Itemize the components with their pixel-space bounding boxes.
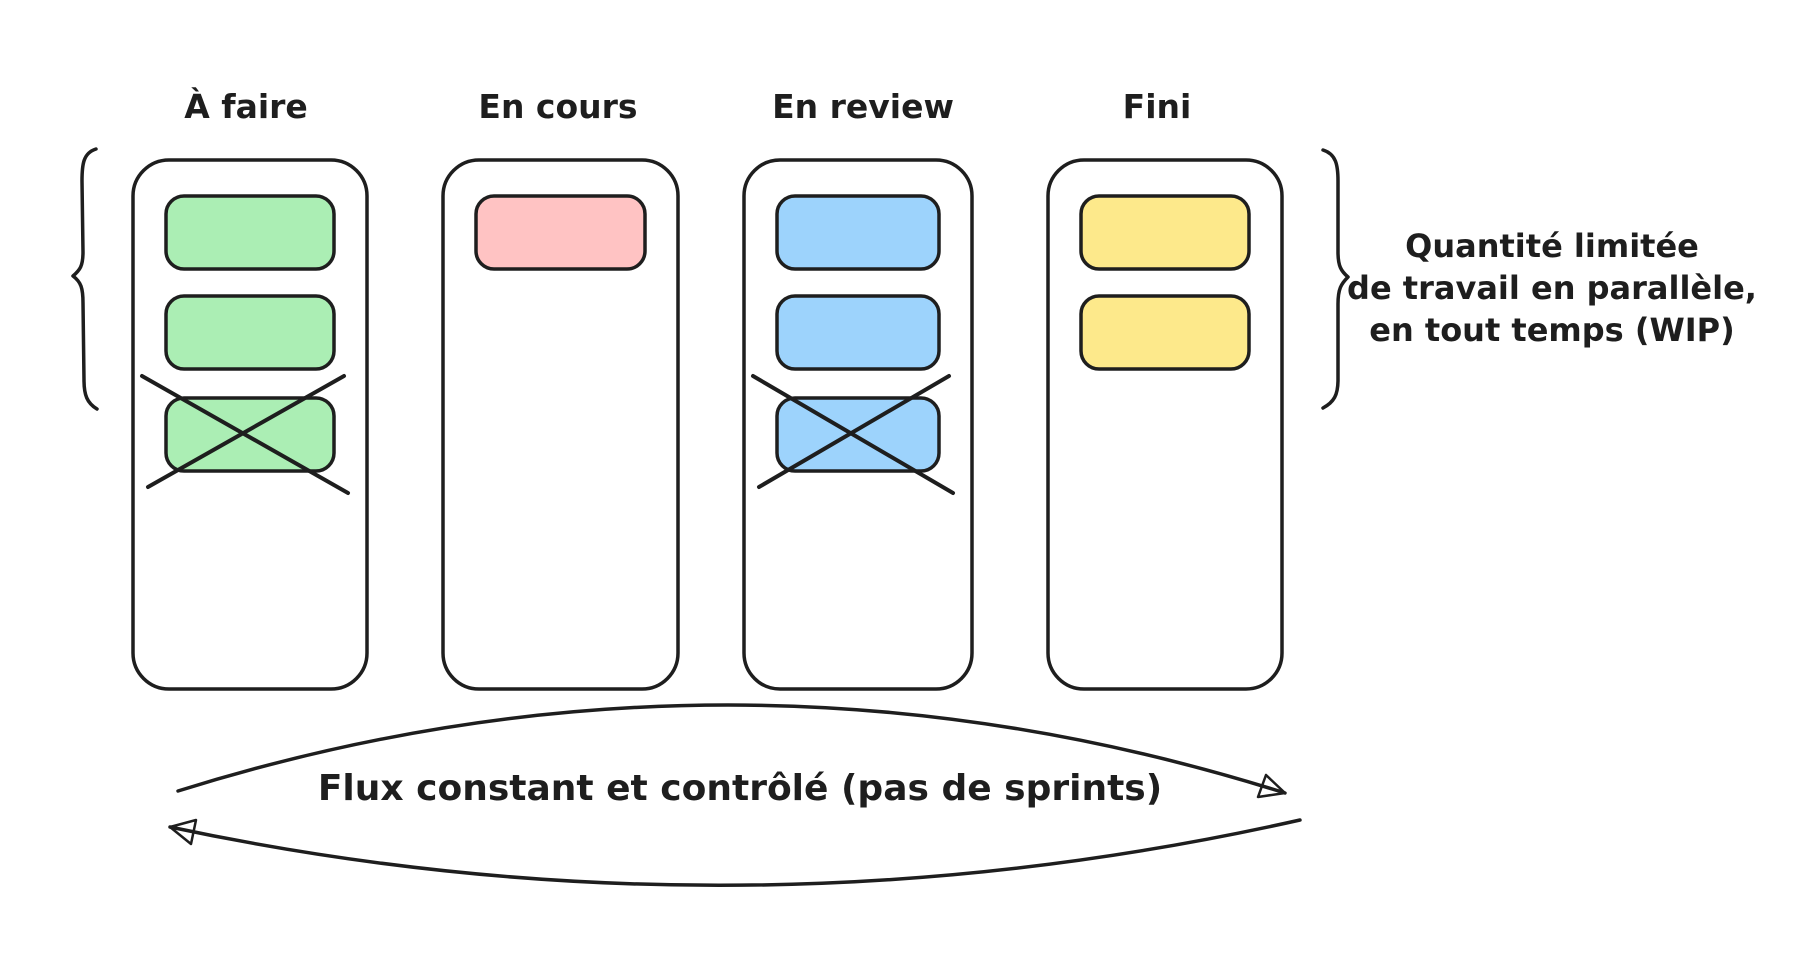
column-title: Fini xyxy=(1123,87,1192,126)
left-brace xyxy=(71,147,99,411)
kanban-card xyxy=(164,294,336,371)
kanban-column-fini: Fini xyxy=(1046,87,1284,691)
kanban-column-en-review: En review xyxy=(742,87,974,691)
flow-arrow: Flux constant et contrôlé (pas de sprint… xyxy=(168,703,1302,887)
right-arrowhead-icon xyxy=(1256,773,1287,799)
kanban-card xyxy=(474,194,647,271)
column-body xyxy=(1046,158,1284,691)
kanban-card xyxy=(164,396,336,473)
column-title: À faire xyxy=(184,86,308,126)
left-arrowhead-icon xyxy=(168,818,198,846)
kanban-column-en-cours: En cours xyxy=(441,87,680,691)
crossed-card-x-stroke xyxy=(751,374,955,495)
wip-note-line-3: en tout temps (WIP) xyxy=(1369,311,1734,349)
right-brace xyxy=(1321,148,1350,410)
wip-note-line-1: Quantité limitée xyxy=(1405,227,1699,265)
crossed-card-x-stroke xyxy=(757,374,951,489)
wip-note: Quantité limitée de travail en parallèle… xyxy=(1347,227,1757,349)
wip-note-line-2: de travail en parallèle, xyxy=(1347,269,1757,307)
kanban-card xyxy=(1079,194,1251,271)
kanban-card xyxy=(164,194,336,271)
flow-label: Flux constant et contrôlé (pas de sprint… xyxy=(318,768,1162,809)
column-body xyxy=(441,158,680,691)
kanban-card xyxy=(775,194,941,271)
flow-arrow-bottom-curve xyxy=(168,818,1302,887)
crossed-card-x-stroke xyxy=(146,374,346,489)
flow-arrow-top-curve xyxy=(176,703,1287,795)
column-title: En review xyxy=(772,87,954,126)
crossed-card-x-stroke xyxy=(140,374,350,495)
kanban-card xyxy=(775,294,941,371)
kanban-column-a-faire: À faire xyxy=(131,86,369,691)
kanban-card xyxy=(1079,294,1251,371)
kanban-columns-layer: À faire En cours En review Fini xyxy=(131,86,1284,691)
column-title: En cours xyxy=(478,87,637,126)
